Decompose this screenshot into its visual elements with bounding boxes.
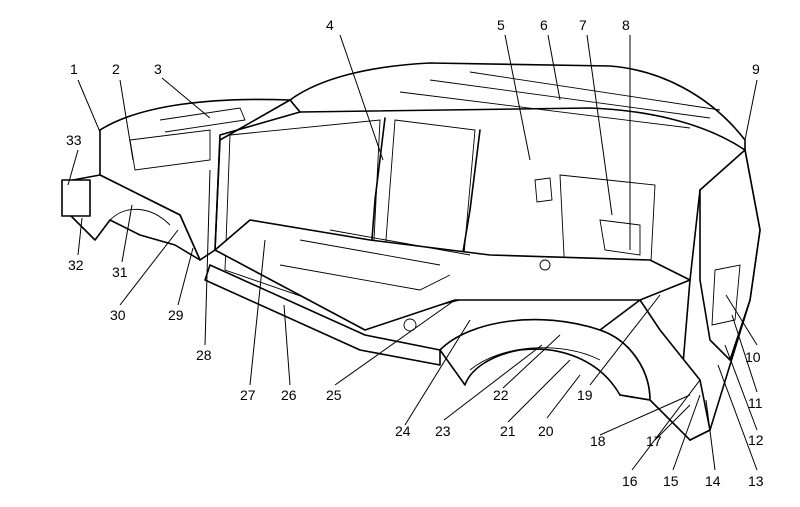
callout-32: 32 bbox=[68, 257, 84, 273]
front-cowl bbox=[99, 98, 301, 261]
callout-1: 1 bbox=[70, 61, 78, 77]
front-apron bbox=[61, 174, 201, 261]
wheelhouse-inner bbox=[469, 347, 601, 371]
callout-29: 29 bbox=[168, 307, 184, 323]
cowl-detail bbox=[159, 107, 246, 133]
rocker-panel bbox=[204, 264, 441, 366]
callout-19: 19 bbox=[577, 387, 593, 403]
dash-detail bbox=[129, 129, 211, 171]
floor-crossmember-1 bbox=[299, 239, 441, 266]
callout-20: 20 bbox=[538, 423, 554, 439]
callout-26: 26 bbox=[281, 387, 297, 403]
body-structure-artwork bbox=[61, 62, 761, 441]
floor-crossmember-2 bbox=[329, 229, 471, 256]
floor-pan bbox=[214, 219, 691, 331]
callout-11: 11 bbox=[748, 395, 763, 411]
apron-curve bbox=[109, 208, 171, 226]
callout-7: 7 bbox=[579, 17, 587, 33]
callout-14: 14 bbox=[705, 473, 721, 489]
callout-30: 30 bbox=[110, 307, 126, 323]
callout-15: 15 bbox=[663, 473, 679, 489]
callout-24: 24 bbox=[395, 423, 411, 439]
callout-3: 3 bbox=[154, 61, 162, 77]
callout-13: 13 bbox=[748, 473, 764, 489]
floor-plug-2 bbox=[539, 259, 551, 271]
callout-12: 12 bbox=[748, 432, 764, 448]
rear-inner-bracket bbox=[599, 219, 641, 256]
callout-23: 23 bbox=[435, 423, 451, 439]
callout-28: 28 bbox=[196, 347, 212, 363]
a-pillar bbox=[214, 99, 291, 251]
callout-5: 5 bbox=[497, 17, 505, 33]
rear-lamp-pocket bbox=[711, 264, 741, 326]
callout-21: 21 bbox=[500, 423, 516, 439]
callout-9: 9 bbox=[752, 61, 760, 77]
rear-end-panel bbox=[699, 149, 761, 361]
floor-plug-1 bbox=[403, 318, 417, 332]
callout-16: 16 bbox=[622, 473, 638, 489]
callout-4: 4 bbox=[326, 17, 334, 33]
front-bumper-bracket bbox=[61, 179, 91, 217]
roof-rib-1 bbox=[429, 79, 711, 119]
callout-8: 8 bbox=[622, 17, 630, 33]
callout-25: 25 bbox=[326, 387, 342, 403]
callout-27: 27 bbox=[240, 387, 256, 403]
roof-rib-2 bbox=[399, 91, 691, 129]
leader-lines bbox=[67, 34, 758, 471]
callout-17: 17 bbox=[646, 433, 662, 449]
floor-tunnel bbox=[279, 264, 451, 291]
callout-18: 18 bbox=[590, 433, 606, 449]
callout-2: 2 bbox=[112, 61, 120, 77]
callout-33: 33 bbox=[66, 132, 82, 148]
callout-6: 6 bbox=[540, 17, 548, 33]
callout-22: 22 bbox=[493, 387, 509, 403]
seat-belt-anchor bbox=[534, 177, 553, 203]
callout-31: 31 bbox=[112, 264, 128, 280]
callout-10: 10 bbox=[745, 349, 761, 365]
callout-labels: 1 2 3 4 5 6 7 8 9 10 11 12 13 14 15 16 1… bbox=[66, 17, 764, 489]
